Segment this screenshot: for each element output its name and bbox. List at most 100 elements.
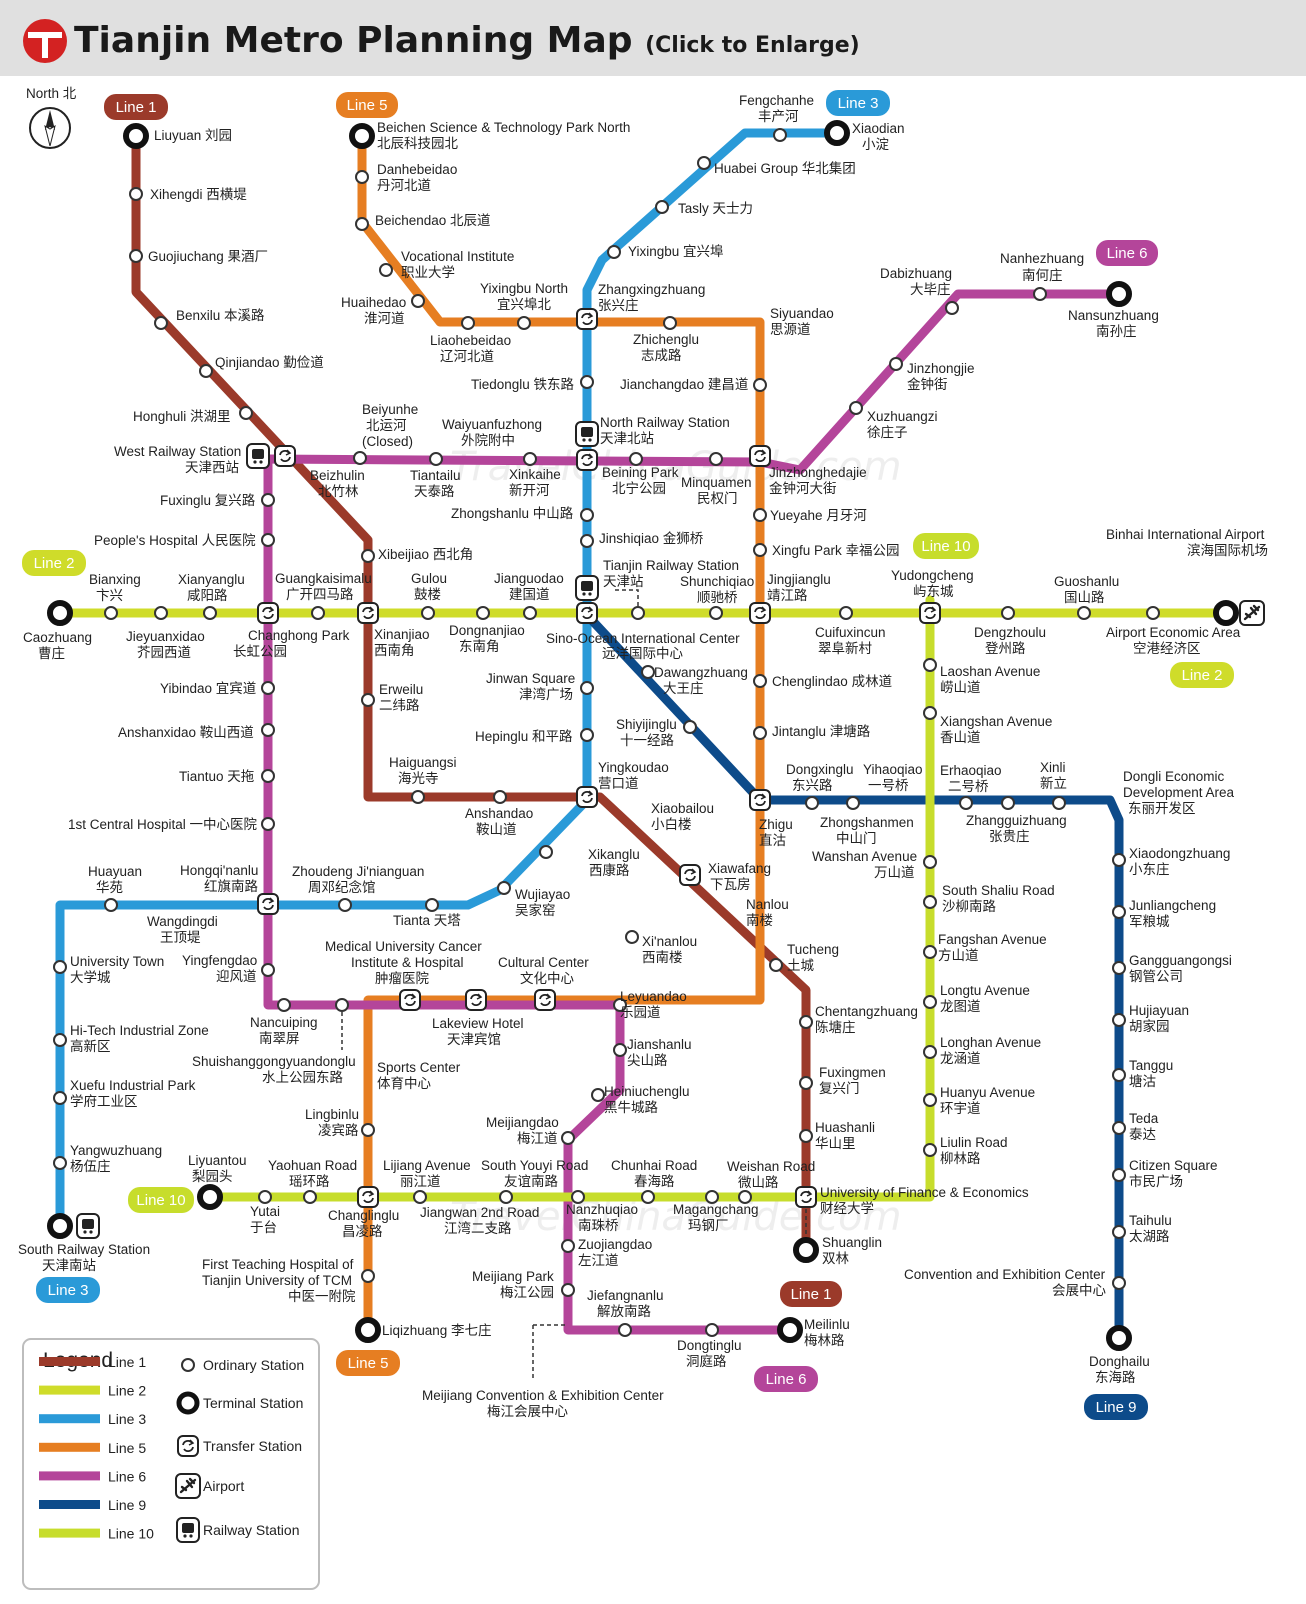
station-ordinary[interactable]	[129, 249, 143, 263]
station-ordinary[interactable]	[355, 217, 369, 231]
line-tag-l5[interactable]: Line 5	[336, 1350, 400, 1376]
station-ordinary[interactable]	[277, 998, 291, 1012]
station-ordinary[interactable]	[53, 1033, 67, 1047]
station-ordinary[interactable]	[753, 543, 767, 557]
station-ordinary[interactable]	[799, 1076, 813, 1090]
station-transfer-icon[interactable]	[576, 602, 598, 624]
station-ordinary[interactable]	[580, 375, 594, 389]
station-ordinary[interactable]	[561, 1131, 575, 1145]
station-ordinary[interactable]	[769, 958, 783, 972]
line-tag-l10[interactable]: Line 10	[128, 1187, 194, 1213]
station-ordinary[interactable]	[1001, 796, 1015, 810]
station-ordinary[interactable]	[411, 294, 425, 308]
station-ordinary[interactable]	[753, 508, 767, 522]
station-ordinary[interactable]	[945, 301, 959, 315]
station-ordinary[interactable]	[641, 665, 655, 679]
line-tag-l3[interactable]: Line 3	[826, 90, 890, 116]
station-ordinary[interactable]	[1052, 796, 1066, 810]
station-ordinary[interactable]	[607, 245, 621, 259]
station-transfer-icon[interactable]	[749, 602, 771, 624]
station-ordinary[interactable]	[425, 898, 439, 912]
station-terminal[interactable]	[824, 120, 850, 146]
station-ordinary[interactable]	[239, 406, 253, 420]
station-ordinary[interactable]	[561, 1239, 575, 1253]
station-ordinary[interactable]	[203, 606, 217, 620]
station-transfer-icon[interactable]	[749, 789, 771, 811]
station-ordinary[interactable]	[523, 452, 537, 466]
station-ordinary[interactable]	[411, 790, 425, 804]
station-transfer-icon[interactable]	[576, 786, 598, 808]
station-ordinary[interactable]	[413, 1190, 427, 1204]
station-ordinary[interactable]	[683, 720, 697, 734]
station-ordinary[interactable]	[461, 316, 475, 330]
station-ordinary[interactable]	[641, 1190, 655, 1204]
station-terminal[interactable]	[1106, 281, 1132, 307]
station-terminal[interactable]	[47, 600, 73, 626]
line-tag-l10[interactable]: Line 10	[913, 533, 979, 559]
page-title[interactable]: Tianjin Metro Planning Map (Click to Enl…	[74, 20, 860, 61]
station-ordinary[interactable]	[261, 963, 275, 977]
station-ordinary[interactable]	[104, 606, 118, 620]
station-ordinary[interactable]	[1112, 1068, 1126, 1082]
station-terminal[interactable]	[197, 1184, 223, 1210]
line-tag-l5[interactable]: Line 5	[336, 92, 398, 118]
title-enlarge-link[interactable]: (Click to Enlarge)	[645, 33, 860, 58]
line-tag-l1[interactable]: Line 1	[780, 1281, 842, 1307]
station-ordinary[interactable]	[539, 845, 553, 859]
station-terminal[interactable]	[123, 123, 149, 149]
station-ordinary[interactable]	[154, 316, 168, 330]
station-ordinary[interactable]	[421, 606, 435, 620]
station-ordinary[interactable]	[580, 728, 594, 742]
station-ordinary[interactable]	[629, 452, 643, 466]
station-ordinary[interactable]	[361, 1123, 375, 1137]
station-ordinary[interactable]	[846, 796, 860, 810]
station-ordinary[interactable]	[1112, 1168, 1126, 1182]
station-ordinary[interactable]	[753, 674, 767, 688]
station-ordinary[interactable]	[499, 1190, 513, 1204]
station-ordinary[interactable]	[753, 726, 767, 740]
station-ordinary[interactable]	[799, 1129, 813, 1143]
station-terminal[interactable]	[1213, 600, 1239, 626]
station-ordinary[interactable]	[613, 1043, 627, 1057]
station-terminal[interactable]	[793, 1237, 819, 1263]
station-ordinary[interactable]	[923, 706, 937, 720]
station-ordinary[interactable]	[705, 1323, 719, 1337]
station-terminal[interactable]	[349, 123, 375, 149]
station-transfer-icon[interactable]	[679, 864, 701, 886]
station-ordinary[interactable]	[580, 681, 594, 695]
station-ordinary[interactable]	[1001, 606, 1015, 620]
station-ordinary[interactable]	[839, 606, 853, 620]
station-transfer-icon[interactable]	[357, 1186, 379, 1208]
station-transfer-icon[interactable]	[357, 602, 379, 624]
station-ordinary[interactable]	[561, 1283, 575, 1297]
station-ordinary[interactable]	[849, 401, 863, 415]
station-ordinary[interactable]	[361, 549, 375, 563]
station-ordinary[interactable]	[923, 995, 937, 1009]
station-ordinary[interactable]	[517, 316, 531, 330]
line-tag-l2[interactable]: Line 2	[22, 550, 86, 576]
station-ordinary[interactable]	[261, 769, 275, 783]
station-terminal[interactable]	[47, 1213, 73, 1239]
station-ordinary[interactable]	[631, 606, 645, 620]
station-ordinary[interactable]	[303, 1190, 317, 1204]
station-ordinary[interactable]	[753, 378, 767, 392]
station-transfer-icon[interactable]	[534, 989, 556, 1011]
station-ordinary[interactable]	[129, 187, 143, 201]
station-ordinary[interactable]	[261, 533, 275, 547]
station-ordinary[interactable]	[799, 1015, 813, 1029]
station-ordinary[interactable]	[523, 606, 537, 620]
line-tag-l2[interactable]: Line 2	[1170, 662, 1234, 688]
station-ordinary[interactable]	[1112, 1121, 1126, 1135]
station-ordinary[interactable]	[261, 493, 275, 507]
station-ordinary[interactable]	[1033, 287, 1047, 301]
station-ordinary[interactable]	[580, 534, 594, 548]
station-ordinary[interactable]	[697, 156, 711, 170]
station-ordinary[interactable]	[53, 1091, 67, 1105]
station-ordinary[interactable]	[355, 170, 369, 184]
station-ordinary[interactable]	[591, 1088, 605, 1102]
station-ordinary[interactable]	[53, 1156, 67, 1170]
line-tag-l9[interactable]: Line 9	[1084, 1394, 1148, 1420]
station-ordinary[interactable]	[1112, 853, 1126, 867]
station-ordinary[interactable]	[476, 606, 490, 620]
station-ordinary[interactable]	[625, 930, 639, 944]
